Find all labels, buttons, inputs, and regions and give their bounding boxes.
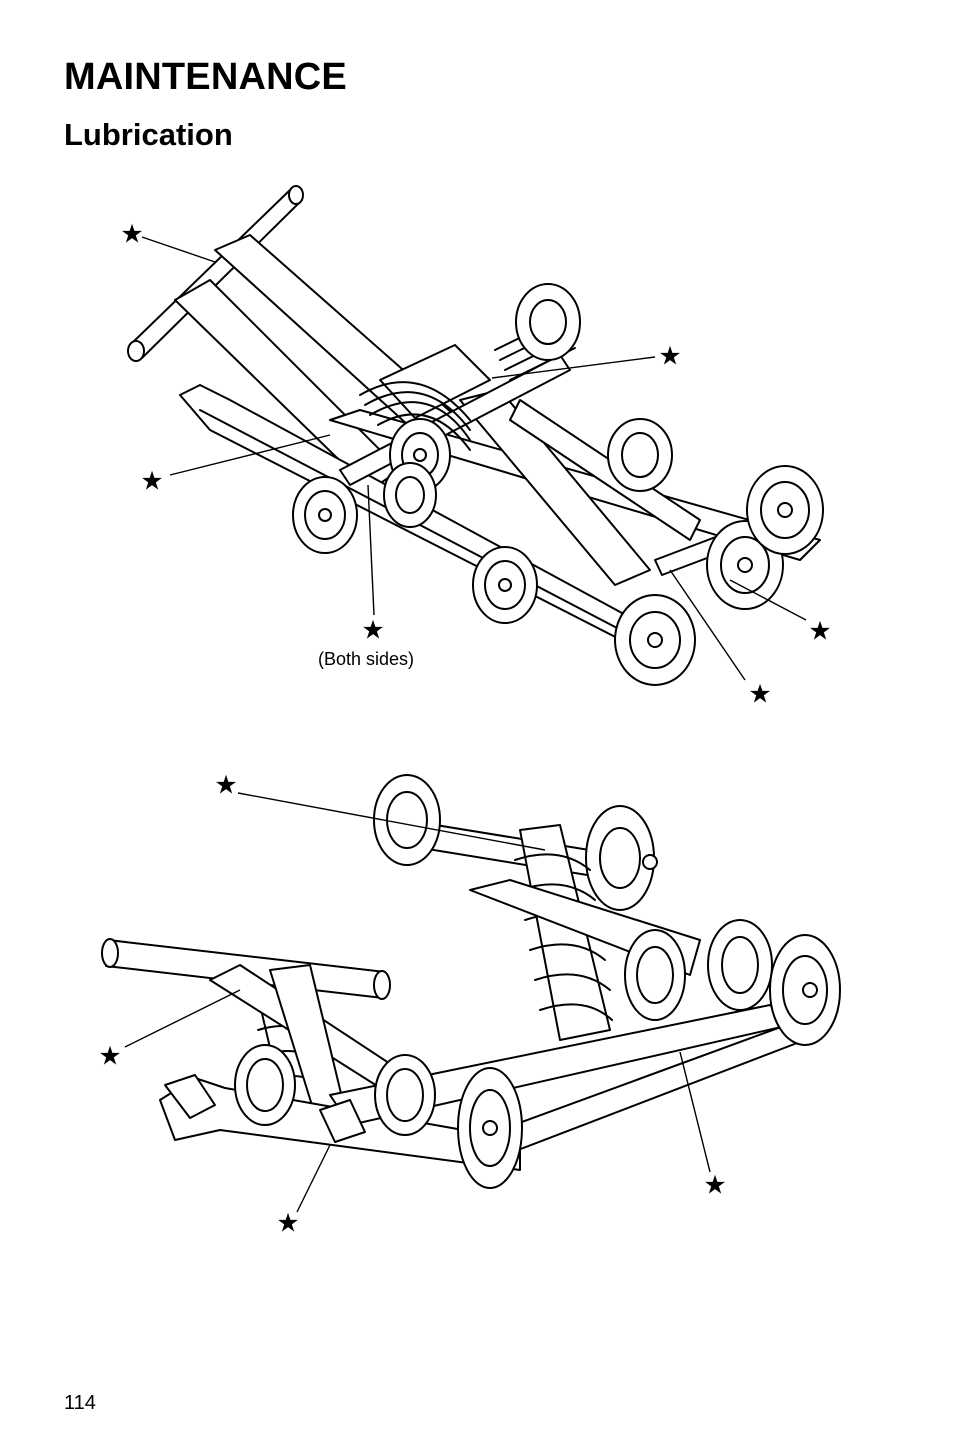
lubrication-point-marker: ★ [214, 771, 237, 801]
lubrication-point-marker: ★ [703, 1171, 726, 1201]
section-title: MAINTENANCE [64, 56, 347, 98]
rear-wheel [707, 919, 773, 1011]
lubrication-point-marker: ★ [140, 467, 163, 497]
lubrication-point-marker: ★ [658, 342, 681, 372]
idler-wheel [607, 418, 673, 492]
lubrication-point-marker: ★ [98, 1042, 121, 1072]
idler-wheel [383, 462, 437, 528]
both-sides-note: (Both sides) [318, 649, 414, 669]
front-cross-tube [127, 185, 304, 362]
lubrication-point-marker: ★ [748, 680, 771, 710]
idler-wheel [292, 476, 358, 554]
lubrication-point-marker: ★ [808, 617, 831, 647]
idler-wheel [457, 1067, 523, 1189]
idler-wheel [374, 1054, 436, 1136]
idler-wheel [515, 283, 581, 361]
suspension-diagram-top: ★ ★ ★ ★ ★ ★ (Both sides) [120, 185, 832, 710]
rear-wheel [746, 465, 824, 555]
spring-front [359, 381, 471, 451]
lubrication-point-marker: ★ [276, 1209, 299, 1239]
idler-wheel [624, 929, 686, 1021]
subsection-title: Lubrication [64, 117, 233, 152]
shock-body [379, 344, 491, 419]
lubrication-point-marker: ★ [120, 220, 143, 250]
idler-wheel [472, 546, 538, 624]
idler-wheel [234, 1044, 296, 1126]
lubrication-point-marker: ★ [361, 616, 384, 646]
page-number: 114 [64, 1392, 96, 1414]
suspension-diagram-bottom: ★ ★ ★ ★ [98, 771, 841, 1239]
rear-wheel [769, 934, 841, 1046]
idler-wheel [614, 594, 696, 686]
